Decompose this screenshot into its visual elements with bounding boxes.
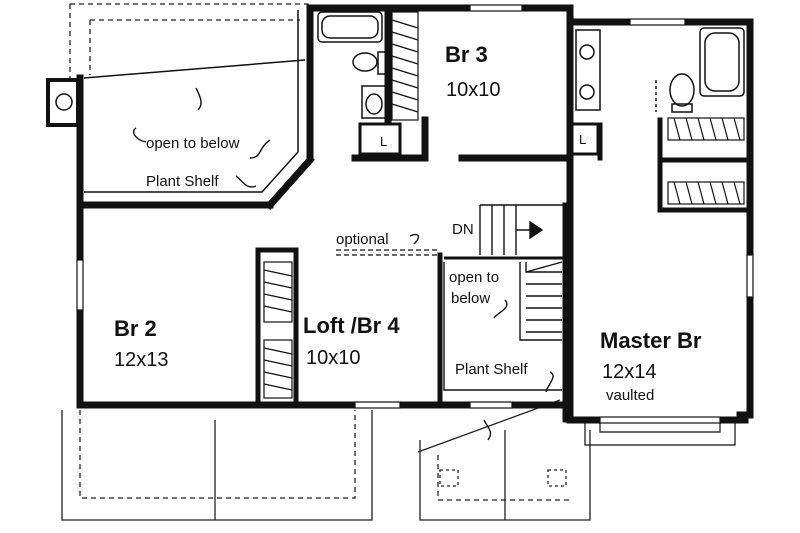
plant-shelf-bottom-label: Plant Shelf: [455, 361, 528, 378]
bath-fixtures-left: [317, 11, 402, 156]
note-arrows: [132, 87, 554, 441]
interior-walls: [255, 117, 748, 423]
windows: [76, 4, 754, 446]
br3-name: Br 3: [445, 42, 488, 67]
optional-wall: [336, 249, 440, 256]
bath-fixtures-master: [570, 27, 745, 156]
br2-name: Br 2: [114, 316, 157, 341]
porch-roof-outline: [61, 399, 591, 521]
roof-outline-top-left: [69, 3, 309, 78]
master-size: 12x14: [602, 361, 657, 383]
open-to-below-stair-line2: below: [451, 290, 490, 307]
br2-size: 12x13: [114, 349, 169, 371]
br3-size: 10x10: [446, 79, 501, 101]
chimney: [46, 78, 80, 127]
open-to-below-top: open to below: [146, 135, 240, 152]
optional-label: optional: [336, 231, 389, 248]
dn-label: DN: [452, 221, 474, 238]
loft-size: 10x10: [306, 347, 361, 369]
plant-shelf-top-label: Plant Shelf: [146, 173, 219, 190]
open-to-below-stair-line1: open to: [449, 269, 499, 286]
linen-closet-2: L: [579, 132, 586, 147]
master-name: Master Br: [600, 328, 702, 353]
master-note: vaulted: [606, 387, 654, 404]
plant-shelf-top: [83, 10, 306, 193]
exterior-walls: [76, 4, 754, 424]
loft-name: Loft /Br 4: [303, 313, 400, 338]
linen-closet-1: L: [380, 134, 387, 149]
closet-hatching: [263, 11, 745, 399]
stair: [443, 204, 565, 391]
